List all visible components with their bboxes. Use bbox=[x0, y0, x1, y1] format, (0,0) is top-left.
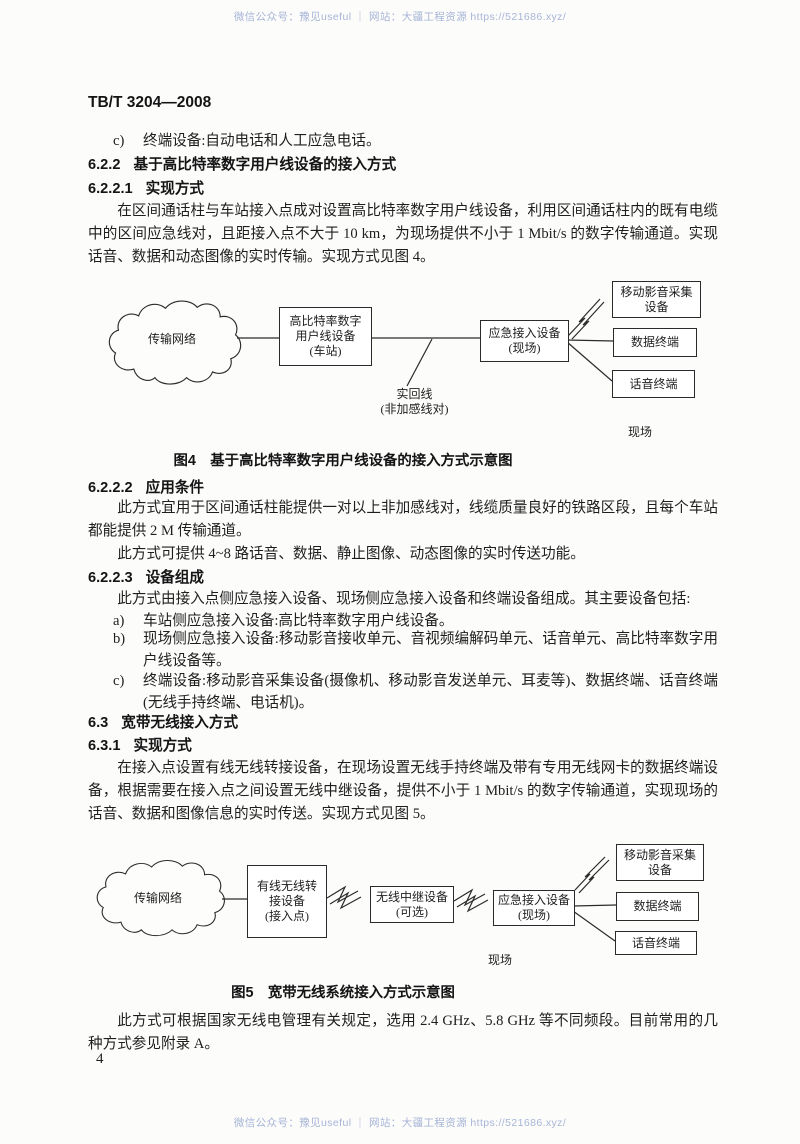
figure-4: 传输网络 高比特率数字 用户线设备 (车站) 应急接入设备 (现场) 移动影音采… bbox=[88, 274, 718, 447]
node-data-terminal: 数据终端 bbox=[613, 328, 697, 357]
figure-4-diagram-lines bbox=[108, 298, 614, 387]
paragraph-6-2-2-3: 此方式由接入点侧应急接入设备、现场侧应急接入设备和终端设备组成。其主要设备包括: bbox=[117, 591, 691, 607]
paragraph-6-3-1: 在接入点设置有线无线转接设备，在现场设置无线手持终端及带有专用无线网卡的数据终端… bbox=[88, 760, 718, 822]
heading-6-2-2-2: 6.2.2.2 应用条件 bbox=[88, 476, 204, 497]
list-item-c: c) 终端设备:移动影音采集设备(摄像机、移动影音发送单元、耳麦等)、数据终端、… bbox=[88, 670, 718, 714]
figure-5-caption: 图5 宽带无线系统接入方式示意图 bbox=[231, 985, 455, 1001]
node-mobile-av-capture: 移动影音采集 设备 bbox=[612, 281, 701, 318]
cloud-shape bbox=[96, 859, 225, 937]
heading-number: 6.2.2.3 bbox=[88, 570, 133, 586]
node-data-terminal: 数据终端 bbox=[616, 892, 699, 921]
lightning-bolt-icon bbox=[567, 298, 601, 337]
site-label: 现场 bbox=[487, 953, 512, 967]
connector-line bbox=[566, 341, 613, 382]
heading-6-3: 6.3 宽带无线接入方式 bbox=[88, 711, 238, 732]
heading-number: 6.2.2.1 bbox=[88, 181, 133, 197]
node-wired-wireless-converter: 有线无线转 接设备 (接入点) bbox=[247, 865, 327, 938]
list-marker: a) bbox=[113, 613, 125, 629]
list-item-a: a) 车站侧应急接入设备:高比特率数字用户线设备。 bbox=[88, 610, 718, 632]
paragraph-6-2-2-1: 在区间通话柱与车站接入点成对设置高比特率数字用户线设备，利用区间通话柱内的既有电… bbox=[88, 203, 718, 265]
connector-line bbox=[566, 339, 614, 342]
heading-title: 设备组成 bbox=[145, 570, 205, 586]
heading-number: 6.3.1 bbox=[88, 738, 121, 754]
node-wireless-relay: 无线中继设备 (可选) bbox=[370, 886, 454, 923]
list-text: 车站侧应急接入设备:高比特率数字用户线设备。 bbox=[143, 613, 454, 629]
node-emergency-access-device: 应急接入设备 (现场) bbox=[480, 320, 569, 362]
heading-number: 6.2.2 bbox=[88, 157, 121, 173]
heading-6-2-2-1: 6.2.2.1 实现方式 bbox=[88, 177, 204, 198]
node-emergency-access-device: 应急接入设备 (现场) bbox=[493, 890, 575, 926]
list-item-b: b) 现场侧应急接入设备:移动影音接收单元、音视频编解码单元、话音单元、高比特率… bbox=[88, 628, 718, 672]
watermark-bottom: 微信公众号：豫见useful ｜ 网站：大疆工程资源 https://52168… bbox=[233, 1117, 567, 1129]
lightning-bolt-icon bbox=[578, 859, 610, 894]
cloud-shape bbox=[108, 300, 242, 385]
list-text: 终端设备:自动电话和人工应急电话。 bbox=[143, 133, 381, 149]
node-mobile-av-capture: 移动影音采集 设备 bbox=[616, 844, 704, 881]
node-voice-terminal: 话音终端 bbox=[612, 370, 695, 398]
lightning-bolt-icon bbox=[453, 888, 486, 907]
list-text: 终端设备:移动影音采集设备(摄像机、移动影音发送单元、耳麦等)、数据终端、话音终… bbox=[143, 673, 718, 711]
heading-title: 实现方式 bbox=[145, 181, 205, 197]
heading-number: 6.3 bbox=[88, 715, 109, 731]
cloud-label: 传输网络 bbox=[133, 891, 182, 905]
wire-type-label: 实回线 (非加感线对) bbox=[380, 387, 449, 416]
connector-line bbox=[572, 910, 616, 942]
heading-title: 基于高比特率数字用户线设备的接入方式 bbox=[133, 157, 397, 173]
paragraph-6-2-2-2a: 此方式宜用于区间通话柱能提供一对以上非加感线对，线缆质量良好的铁路区段，且每个车… bbox=[88, 500, 718, 539]
doc-number: TB/T 3204—2008 bbox=[88, 94, 212, 111]
paragraph-final: 此方式可根据国家无线电管理有关规定，选用 2.4 GHz、5.8 GHz 等不同… bbox=[88, 1013, 718, 1052]
heading-title: 实现方式 bbox=[133, 738, 192, 754]
paragraph-6-2-2-2b: 此方式可提供 4~8 路话音、数据、静止图像、动态图像的实时传送功能。 bbox=[117, 546, 585, 562]
heading-6-3-1: 6.3.1 实现方式 bbox=[88, 734, 192, 755]
node-station-hdsl-device: 高比特率数字 用户线设备 (车站) bbox=[279, 307, 372, 366]
page-number: 4 bbox=[96, 1051, 104, 1067]
lightning-bolt-icon bbox=[326, 885, 359, 904]
heading-title: 应用条件 bbox=[145, 480, 205, 496]
list-text: 现场侧应急接入设备:移动影音接收单元、音视频编解码单元、话音单元、高比特率数字用… bbox=[143, 631, 718, 669]
list-item-terminal: c) 终端设备:自动电话和人工应急电话。 bbox=[88, 130, 718, 152]
lightning-bolt-icon bbox=[456, 894, 489, 913]
connector-line bbox=[572, 904, 617, 907]
list-marker: b) bbox=[113, 631, 126, 647]
watermark-top: 微信公众号：豫见useful ｜ 网站：大疆工程资源 https://52168… bbox=[233, 11, 567, 23]
lightning-bolt-icon bbox=[574, 856, 606, 891]
heading-6-2-2: 6.2.2 基于高比特率数字用户线设备的接入方式 bbox=[88, 153, 396, 174]
list-marker: c) bbox=[113, 673, 125, 689]
node-voice-terminal: 话音终端 bbox=[615, 931, 697, 955]
figure-5: 传输网络 有线无线转 接设备 (接入点) 无线中继设备 (可选) 应急接入设备 … bbox=[88, 833, 718, 981]
figure-5-diagram-lines bbox=[96, 856, 617, 942]
heading-number: 6.2.2.2 bbox=[88, 480, 133, 496]
lightning-bolt-icon bbox=[329, 891, 362, 910]
site-label: 现场 bbox=[627, 425, 652, 439]
annotation-pointer-line bbox=[406, 338, 433, 387]
list-marker: c) bbox=[113, 133, 125, 149]
figure-4-caption: 图4 基于高比特率数字用户线设备的接入方式示意图 bbox=[173, 453, 513, 469]
cloud-label: 传输网络 bbox=[147, 332, 196, 346]
lightning-bolt-icon bbox=[571, 301, 605, 340]
heading-title: 宽带无线接入方式 bbox=[121, 715, 239, 731]
heading-6-2-2-3: 6.2.2.3 设备组成 bbox=[88, 566, 204, 587]
